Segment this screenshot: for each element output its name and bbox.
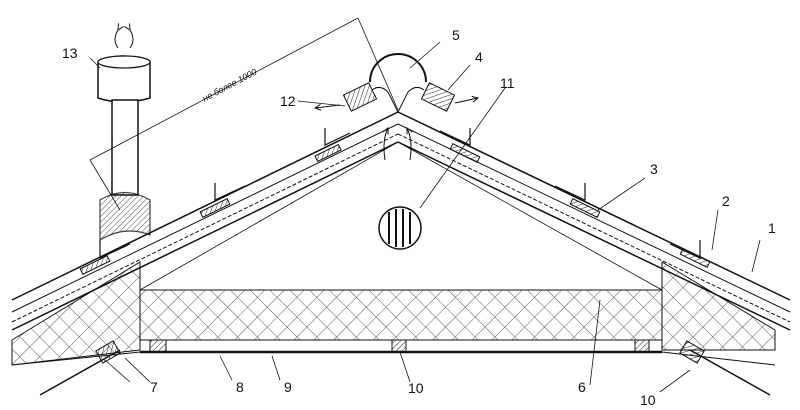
leader-lines: [89, 41, 761, 393]
callout-8: 8: [236, 379, 244, 395]
ridge-vent-right: [420, 82, 456, 112]
joist-right: [634, 339, 650, 353]
callout-11: 11: [500, 75, 515, 91]
right-roof-tiles: [439, 128, 711, 268]
callout-5: 5: [452, 27, 460, 43]
ventilation-pipe: [97, 30, 151, 242]
ridge-vent-left: [342, 82, 378, 112]
callout-13: 13: [62, 45, 78, 61]
callout-10-center: 10: [408, 380, 424, 396]
attic-floor-insulation: [139, 289, 663, 341]
callout-2: 2: [722, 193, 730, 209]
callout-4: 4: [475, 49, 483, 65]
right-roof-insulation: [661, 261, 776, 351]
left-roof-tiles: [79, 128, 351, 275]
callout-12: 12: [280, 93, 296, 109]
callout-10-right: 10: [640, 392, 656, 408]
callout-6: 6: [578, 379, 586, 395]
callout-9: 9: [284, 379, 292, 395]
dimension-text: не более 1000: [201, 67, 259, 104]
joist-left: [149, 339, 167, 353]
left-roof-slope: [11, 111, 399, 331]
callout-7: 7: [150, 379, 158, 395]
callout-1: 1: [768, 220, 776, 236]
ridge-cap: [369, 53, 427, 83]
gable-vent-grille: [378, 206, 422, 250]
joist-center: [391, 339, 407, 353]
callout-3: 3: [650, 161, 658, 177]
